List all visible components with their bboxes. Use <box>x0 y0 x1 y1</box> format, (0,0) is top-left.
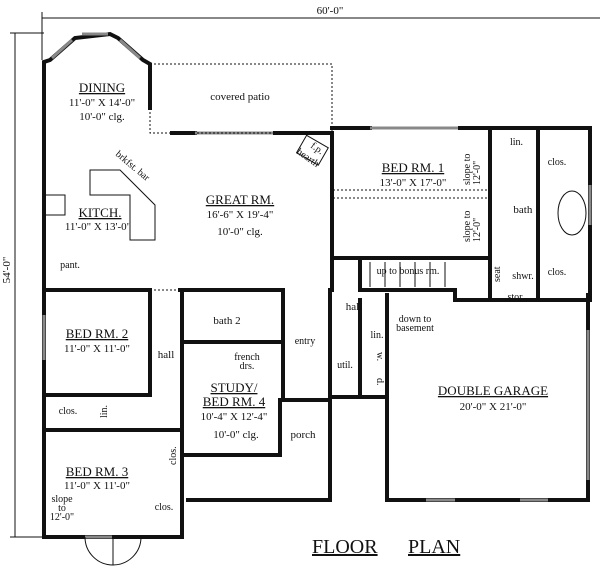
shower-label: shwr. <box>512 271 533 282</box>
porch-label: porch <box>290 429 316 441</box>
bed3-size: 11'-0" X 11'-0" <box>64 480 130 492</box>
hall-left-label: hall <box>158 349 175 361</box>
hall-linen-label: lin. <box>99 405 110 418</box>
washer-label: w. <box>374 352 385 361</box>
width-dimension: 60'-0" <box>317 5 344 17</box>
kitchen-counter <box>44 169 156 241</box>
title-plan: PLAN <box>408 536 460 558</box>
dimension-lines <box>10 12 600 538</box>
french-doors-label-2: drs. <box>240 361 255 372</box>
fireplace-icon <box>295 134 329 166</box>
dining-label: DINING <box>79 80 125 95</box>
slope-text: 12'-0" <box>472 218 483 242</box>
great-room-ceiling: 10'-0" clg. <box>217 226 263 238</box>
walls <box>42 31 592 566</box>
seat-label: seat <box>492 266 503 282</box>
breakfast-bar-label: brkfst. bar <box>113 149 152 184</box>
study-label: STUDY/ <box>211 380 258 395</box>
stairs-icon <box>369 262 446 287</box>
stairs-down-label: down to <box>399 314 432 325</box>
utility-linen-label: lin. <box>370 330 383 341</box>
bed3-slope-label: slope <box>51 494 73 505</box>
great-room-label: GREAT RM. <box>206 192 274 207</box>
bed2-closet-label: clos. <box>59 406 78 417</box>
study-ceiling: 10'-0" clg. <box>213 429 259 441</box>
bed3-closet-label: clos. <box>155 502 174 513</box>
depth-dimension: 54'-0" <box>1 257 13 284</box>
dining-size: 11'-0" X 14'-0" <box>69 97 135 109</box>
slope-text: 12'-0" <box>472 161 483 185</box>
dining-ceiling: 10'-0" clg. <box>79 111 125 123</box>
bed3-slope-label-3: 12'-0" <box>50 512 74 523</box>
stairs-down-label-2: basement <box>396 323 434 334</box>
french-doors-label: french <box>234 352 260 363</box>
great-room-size: 16'-6" X 19'-4" <box>207 209 274 221</box>
patio-label: covered patio <box>210 91 270 103</box>
bed1-label: BED RM. 1 <box>382 160 444 175</box>
garage-size: 20'-0" X 21'-0" <box>460 401 527 413</box>
bath1-linen-label: lin. <box>510 137 523 148</box>
bath1-closet-top-label: clos. <box>548 157 567 168</box>
bathtub-icon <box>557 190 587 236</box>
hall-right-label: hall <box>346 301 363 313</box>
utility-label: util. <box>337 360 353 371</box>
pantry-label: pant. <box>60 260 80 271</box>
hall-closet-label: clos. <box>168 446 179 465</box>
kitchen-label: KITCH. <box>79 205 122 220</box>
bed2-size: 11'-0" X 11'-0" <box>64 343 130 355</box>
bath1-label: bath 1 <box>513 204 540 216</box>
slope-text: slope to <box>462 154 473 185</box>
slope-text: slope to <box>462 211 473 242</box>
title-floor: FLOOR <box>312 536 378 558</box>
dryer-label: d. <box>374 378 385 386</box>
bed3-label: BED RM. 3 <box>66 464 128 479</box>
bed1-size: 13'-0" X 17'-0" <box>380 177 447 189</box>
stairs-up-label: up to bonus rm. <box>377 266 440 277</box>
entry-label: entry <box>295 336 316 347</box>
bed2-label: BED RM. 2 <box>66 326 128 341</box>
bath2-label: bath 2 <box>213 315 240 327</box>
bed4-label: BED RM. 4 <box>203 394 266 409</box>
storage-label: stor. <box>508 292 525 303</box>
garage-label: DOUBLE GARAGE <box>438 383 548 398</box>
bed3-slope-label-2: to <box>58 503 66 514</box>
kitchen-size: 11'-0" X 13'-0" <box>65 221 131 233</box>
bed1-slope-bottom: slope to 12'-0" <box>462 211 483 242</box>
bed1-slope-top: slope to 12'-0" <box>462 154 483 185</box>
bath1-closet-bottom-label: clos. <box>548 267 567 278</box>
study-size: 10'-4" X 12'-4" <box>201 411 268 423</box>
